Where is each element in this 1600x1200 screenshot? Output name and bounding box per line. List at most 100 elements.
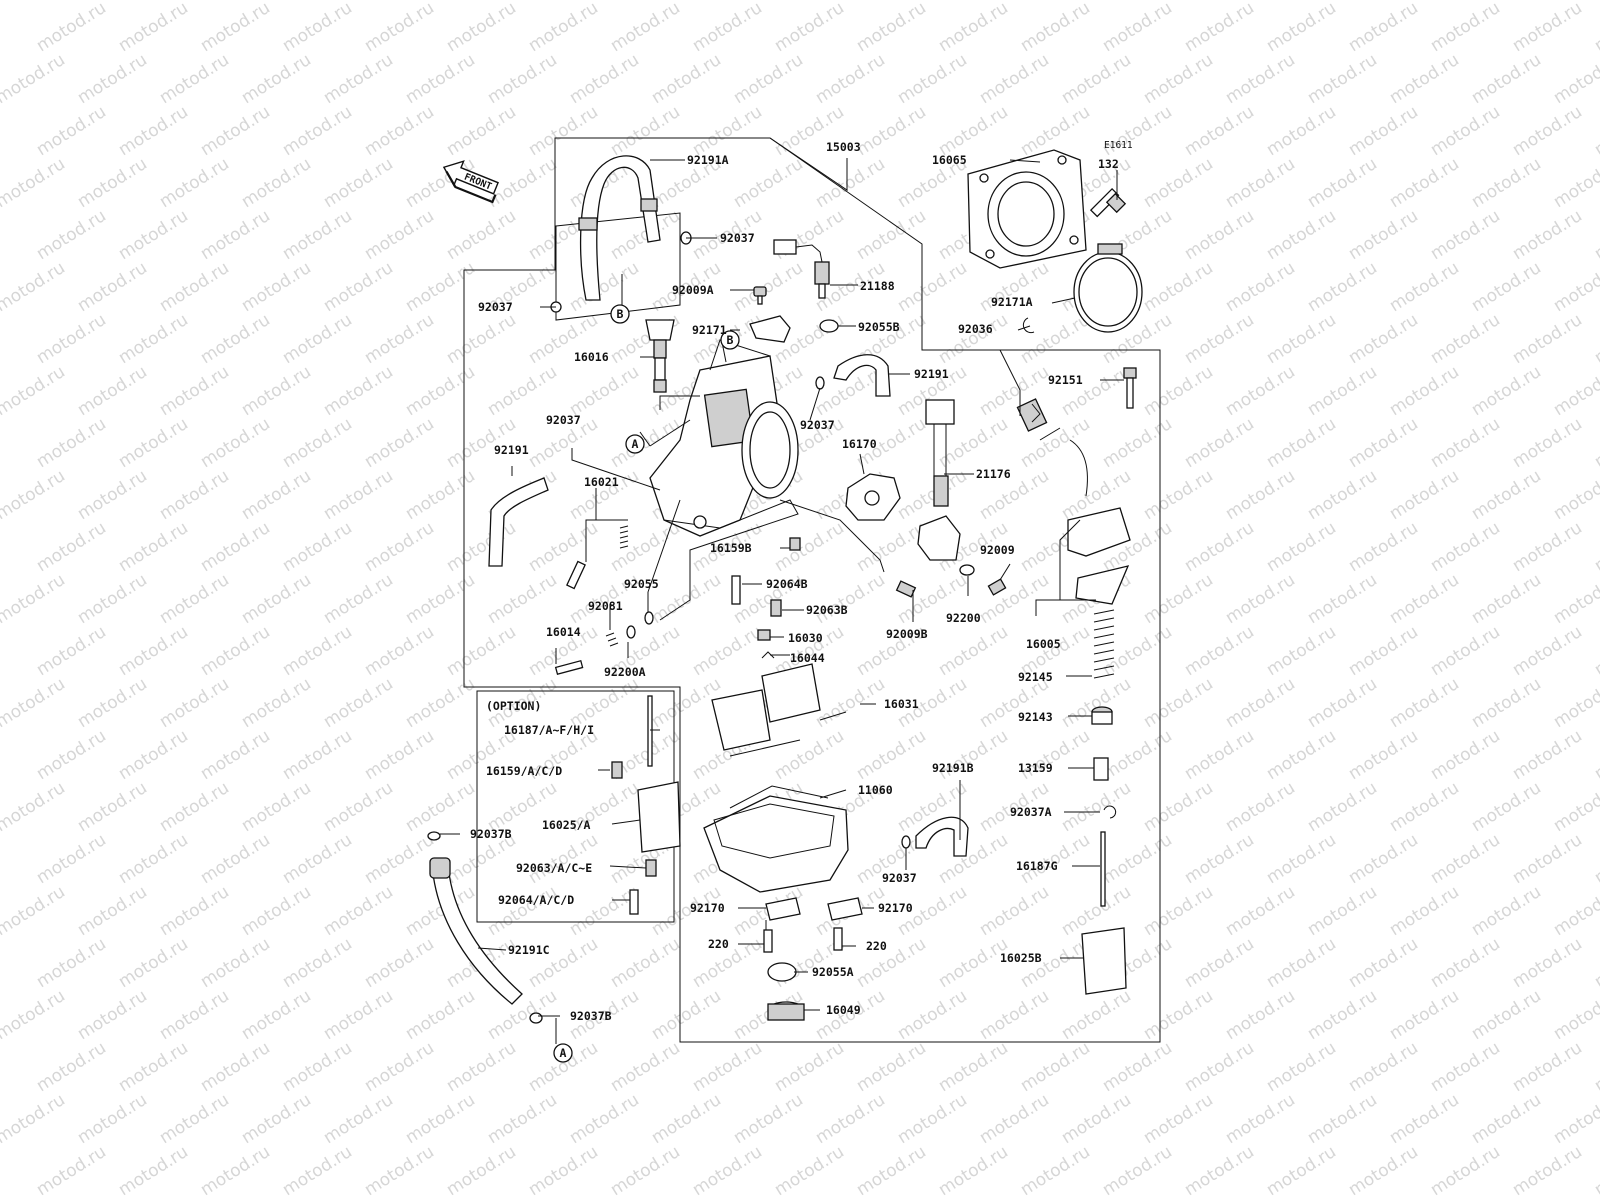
label-92151: 92151	[1048, 373, 1083, 387]
svg-text:B: B	[727, 333, 734, 347]
watermark-text: motod.ru	[320, 466, 397, 524]
watermark-text: motod.ru	[238, 258, 315, 316]
watermark-text: motod.ru	[279, 414, 356, 472]
watermark-text: motod.ru	[1468, 0, 1545, 4]
sensor-21188	[773, 239, 830, 299]
watermark-text: motod.ru	[1427, 726, 1504, 784]
watermark-text: motod.ru	[1427, 934, 1504, 992]
watermark-text: motod.ru	[238, 154, 315, 212]
label-92037A: 92037A	[1010, 805, 1052, 819]
watermark-text: motod.ru	[74, 362, 151, 420]
watermark-text: motod.ru	[976, 0, 1053, 4]
watermark-text: motod.ru	[1099, 830, 1176, 888]
watermark-text: motod.ru	[402, 986, 479, 1044]
watermark-text: motod.ru	[443, 0, 520, 56]
watermark-text: motod.ru	[894, 986, 971, 1044]
watermark-text: motod.ru	[320, 0, 397, 4]
watermark-text: motod.ru	[1099, 1142, 1176, 1200]
watermark-text: motod.ru	[1468, 778, 1545, 836]
watermark-text: motod.ru	[1263, 1142, 1340, 1200]
screw-220	[833, 927, 843, 951]
label-92009B: 92009B	[886, 627, 928, 641]
watermark-text: motod.ru	[238, 986, 315, 1044]
watermark-text: motod.ru	[238, 0, 315, 4]
label-92009A: 92009A	[672, 283, 714, 297]
watermark-text: motod.ru	[115, 414, 192, 472]
watermark-text: motod.ru	[0, 362, 69, 420]
label-16025A: 16025/A	[542, 818, 591, 832]
plug-16049	[767, 1001, 805, 1021]
watermark-text: motod.ru	[197, 102, 274, 160]
watermark-text: motod.ru	[976, 1090, 1053, 1148]
label-92037: 92037	[800, 418, 835, 432]
watermark-text: motod.ru	[1304, 0, 1381, 4]
label-16044: 16044	[790, 651, 825, 665]
label-92081: 92081	[588, 599, 623, 613]
watermark-text: motod.ru	[320, 258, 397, 316]
watermark-text: motod.ru	[1509, 622, 1586, 680]
watermark-text: motod.ru	[156, 258, 233, 316]
screw-220	[763, 929, 773, 953]
watermark-text: motod.ru	[156, 986, 233, 1044]
jet-92064	[629, 889, 639, 915]
watermark-text: motod.ru	[1181, 206, 1258, 264]
watermark-text: motod.ru	[525, 102, 602, 160]
watermark-text: motod.ru	[1550, 362, 1600, 420]
watermark-text: motod.ru	[0, 674, 69, 732]
screw-92009A-shaft	[757, 295, 763, 305]
watermark-text: motod.ru	[607, 102, 684, 160]
watermark-text: motod.ru	[402, 466, 479, 524]
watermark-text: motod.ru	[197, 934, 274, 992]
watermark-text: motod.ru	[1058, 50, 1135, 108]
watermark-text: motod.ru	[1386, 778, 1463, 836]
label-92055: 92055	[624, 577, 659, 591]
watermark-text: motod.ru	[853, 518, 930, 576]
watermark-text: motod.ru	[566, 0, 643, 4]
watermark-text: motod.ru	[197, 1038, 274, 1096]
watermark-text: motod.ru	[361, 726, 438, 784]
watermark-text: motod.ru	[1017, 726, 1094, 784]
watermark-text: motod.ru	[935, 102, 1012, 160]
watermark-text: motod.ru	[607, 1038, 684, 1096]
watermark-text: motod.ru	[1509, 310, 1586, 368]
watermark-text: motod.ru	[1304, 882, 1381, 940]
watermark-text: motod.ru	[1468, 882, 1545, 940]
watermark-text: motod.ru	[279, 0, 356, 56]
watermark-text: motod.ru	[1345, 1142, 1422, 1200]
watermark-text: motod.ru	[197, 830, 274, 888]
watermark-text: motod.ru	[279, 102, 356, 160]
label-92064ACD: 92064/A/C/D	[498, 893, 574, 907]
watermark-text: motod.ru	[0, 466, 69, 524]
watermark-text: motod.ru	[1140, 466, 1217, 524]
watermark-text: motod.ru	[771, 0, 848, 56]
watermark-text: motod.ru	[771, 1038, 848, 1096]
watermark-text: motod.ru	[853, 1038, 930, 1096]
label-16016: 16016	[574, 350, 609, 364]
watermark-text: motod.ru	[443, 102, 520, 160]
watermark-text: motod.ru	[1591, 102, 1600, 160]
jet-92063	[645, 859, 657, 877]
part-16044	[761, 651, 775, 659]
watermark-text: motod.ru	[812, 674, 889, 732]
part-labels: 92191A 15003 16065 132 92037 92009A 2118…	[470, 140, 1119, 1023]
callout-b-2: B	[720, 330, 740, 350]
watermark-text: motod.ru	[1468, 258, 1545, 316]
leader-lines	[440, 137, 1124, 1044]
watermark-text: motod.ru	[402, 778, 479, 836]
label-92055A: 92055A	[812, 965, 854, 979]
watermark-text: motod.ru	[279, 206, 356, 264]
sub-group-outline	[555, 212, 681, 321]
watermark-text: motod.ru	[1509, 1142, 1586, 1200]
watermark-text: motod.ru	[566, 258, 643, 316]
watermark-text: motod.ru	[1345, 830, 1422, 888]
watermark-text: motod.ru	[1591, 934, 1600, 992]
callout-a-2: A	[553, 1043, 573, 1063]
watermark-text: motod.ru	[812, 50, 889, 108]
watermark-text: motod.ru	[484, 0, 561, 4]
screw-92151	[1123, 367, 1137, 409]
label-92036: 92036	[958, 322, 993, 336]
watermark-text: motod.ru	[443, 310, 520, 368]
watermark-text: motod.ru	[238, 1090, 315, 1148]
watermark-text: motod.ru	[689, 0, 766, 56]
watermark-text: motod.ru	[1550, 674, 1600, 732]
